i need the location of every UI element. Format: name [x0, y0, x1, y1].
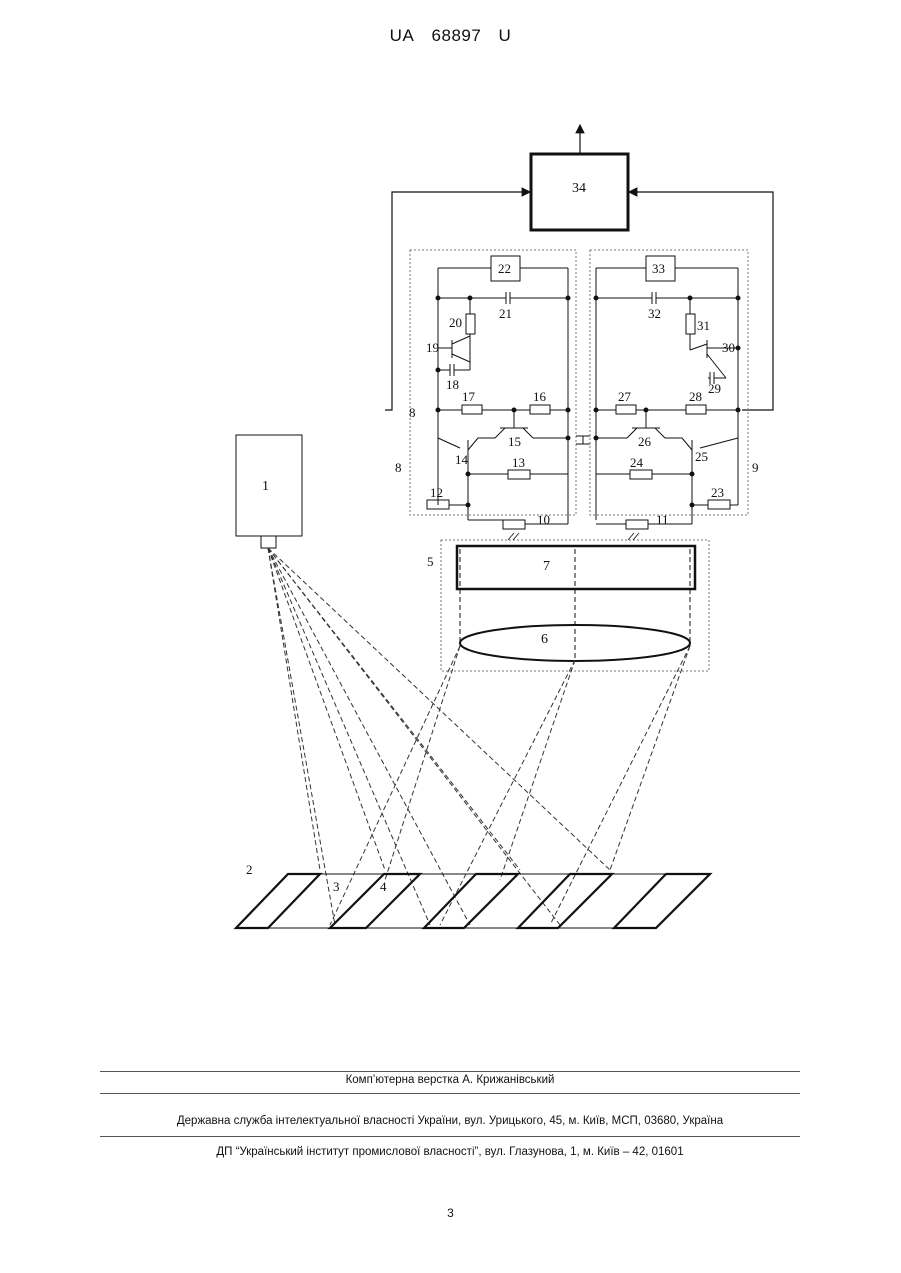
label-29: 29	[708, 381, 721, 396]
institute-line: ДП “Український інститут промислової вла…	[100, 1146, 800, 1158]
label-32: 32	[648, 306, 661, 321]
footer-rule-middle	[100, 1093, 800, 1094]
label-15: 15	[508, 434, 521, 449]
label-17: 17	[462, 389, 476, 404]
label-18: 18	[446, 377, 459, 392]
photoresistor-arrows	[508, 533, 639, 540]
label-26: 26	[638, 434, 652, 449]
label-8a: 8	[409, 405, 416, 420]
label-25: 25	[695, 449, 708, 464]
ground-strips	[236, 874, 710, 928]
label-30: 30	[722, 340, 735, 355]
sensor-1	[236, 435, 302, 548]
layout-credit: Комп’ютерна верстка А. Крижанівський	[100, 1074, 800, 1086]
label-12: 12	[430, 485, 443, 500]
label-33: 33	[652, 261, 665, 276]
page-number: 3	[0, 1206, 901, 1220]
publisher-line: Державна служба інтелектуальної власност…	[100, 1115, 800, 1127]
footer-rule-top	[100, 1071, 800, 1072]
label-10: 10	[537, 512, 550, 527]
label-9: 9	[752, 460, 759, 475]
circuit-left	[427, 256, 570, 529]
label-23: 23	[711, 485, 724, 500]
light-beams	[268, 548, 690, 925]
label-7: 7	[543, 559, 550, 574]
label-31: 31	[697, 318, 710, 333]
label-19: 19	[426, 340, 439, 355]
label-22: 22	[498, 261, 511, 276]
label-6: 6	[541, 632, 548, 647]
label-20: 20	[449, 315, 462, 330]
label-5: 5	[427, 554, 434, 569]
label-27: 27	[618, 389, 632, 404]
label-3: 3	[333, 879, 340, 894]
footer-rule-bottom	[100, 1136, 800, 1137]
label-11: 11	[656, 512, 669, 527]
label-14: 14	[455, 452, 469, 467]
label-24: 24	[630, 455, 644, 470]
label-34: 34	[572, 181, 586, 196]
label-28: 28	[689, 389, 702, 404]
label-1: 1	[262, 479, 269, 494]
label-2: 2	[246, 862, 253, 877]
figure-labels: 34 22 33 21 20 19 18 17 16 15 14 13 12 1…	[246, 181, 759, 894]
optical-block	[457, 546, 695, 661]
label-21: 21	[499, 306, 512, 321]
label-4: 4	[380, 879, 387, 894]
label-13: 13	[512, 455, 525, 470]
label-16: 16	[533, 389, 547, 404]
label-8b: 8	[395, 460, 402, 475]
